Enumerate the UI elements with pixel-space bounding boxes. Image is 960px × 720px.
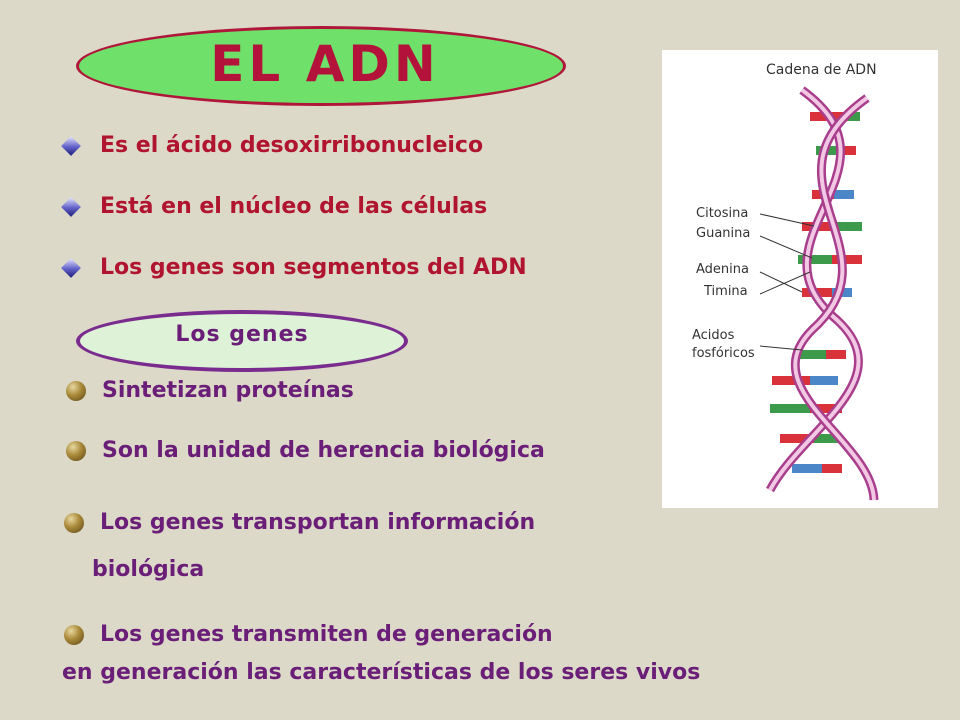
genes-bullet-2: Son la unidad de herencia biológica [66,438,545,463]
dna-diagram: Cadena de ADN Citosina Guanina Adenina T… [662,50,938,508]
bronze-ball-icon [66,440,86,461]
label-citosina: Citosina [696,206,749,221]
adn-bullet-text: Es el ácido desoxirribonucleico [100,133,484,158]
genes-bullet-1: Sintetizan proteínas [66,378,354,403]
genes-bullet-text: Sintetizan proteínas [102,378,354,403]
bronze-ball-icon [64,512,84,533]
bronze-ball-icon [64,624,84,645]
adn-bullet-3: Los genes son segmentos del ADN [61,255,527,280]
dna-title: Cadena de ADN [766,62,877,78]
label-guanina: Guanina [696,226,751,241]
adn-bullet-text: Está en el núcleo de las células [100,194,488,219]
genes-oval [76,310,408,372]
adn-bullet-2: Está en el núcleo de las células [61,194,488,219]
adn-bullet-1: Es el ácido desoxirribonucleico [61,133,484,158]
bronze-ball-icon [66,380,86,401]
adn-bullet-text: Los genes son segmentos del ADN [100,255,527,280]
label-acidos: Acidos [692,328,735,343]
genes-bullet-text: Son la unidad de herencia biológica [102,438,545,463]
transport-bullet: Los genes transportan información [64,510,535,535]
label-fosforicos: fosfóricos [692,346,755,361]
diamond-icon [61,257,81,278]
dna-leader-lines [759,213,815,351]
diamond-icon [61,196,81,217]
genes-heading: Los genes [175,322,309,347]
transmit-line-1: Los genes transmiten de generación [100,622,553,647]
transmit-line-2: en generación las características de los… [62,660,701,685]
page-title: EL ADN [210,35,440,93]
label-adenina: Adenina [696,262,749,277]
transport-line-2: biológica [92,557,205,582]
label-timina: Timina [704,284,748,299]
dna-helix-illustration [759,86,879,501]
transmit-bullet: Los genes transmiten de generación [64,622,553,647]
diamond-icon [61,135,81,156]
transport-line-1: Los genes transportan información [100,510,536,535]
title-oval [76,26,566,106]
